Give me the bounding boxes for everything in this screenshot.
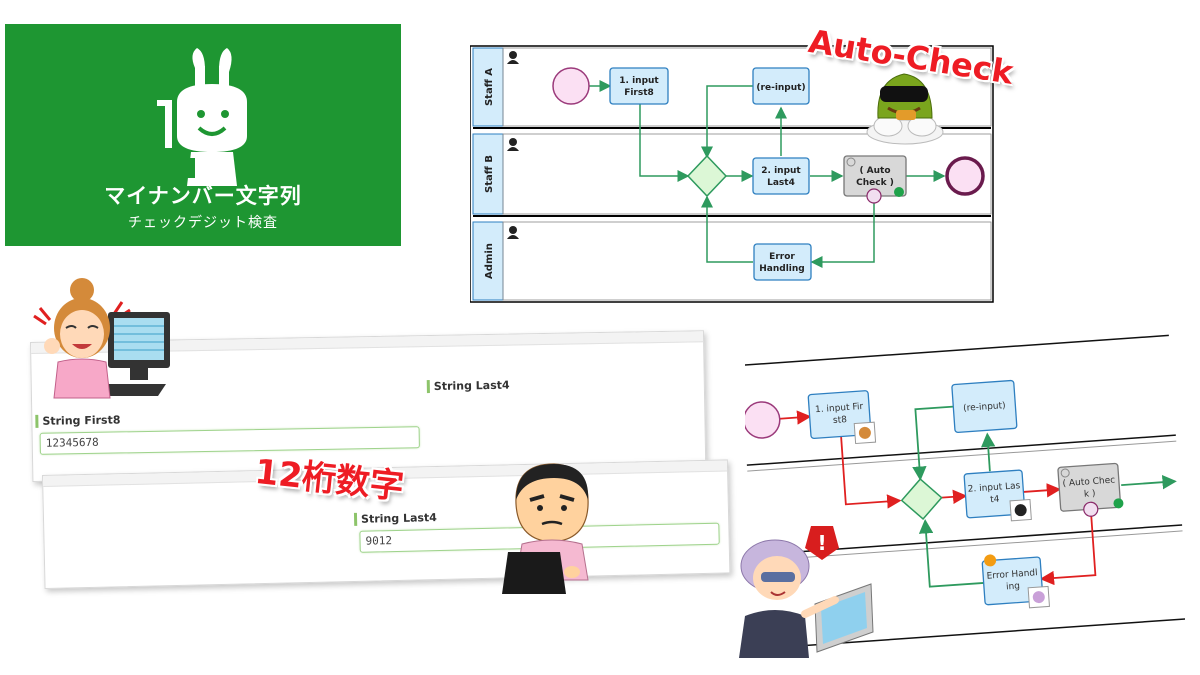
admin-with-tablet-icon: ! xyxy=(739,526,874,658)
lane-admin: Admin xyxy=(472,221,992,301)
gateway-bottom xyxy=(900,478,943,521)
start-event-bottom xyxy=(745,401,781,439)
label-last4-bottom: String Last4 xyxy=(353,511,438,526)
label-first8: String First8 xyxy=(35,413,121,428)
script-icon xyxy=(1083,501,1099,517)
svg-text:(re-input): (re-input) xyxy=(963,401,1006,414)
status-icon xyxy=(894,187,904,197)
task-input-first8-bottom: 1. input Fir st8 xyxy=(807,390,877,445)
label-last4: String Last4 xyxy=(426,378,510,394)
rabbit-mascot-icon xyxy=(157,48,247,186)
person-icon xyxy=(507,51,519,239)
svg-text:t4: t4 xyxy=(990,495,1000,506)
task-error-handling: Error Handling xyxy=(753,243,812,281)
workflow-diagram-bottom: 1. input Fir st8 (re-input) 2. input Las… xyxy=(745,333,1185,653)
start-event xyxy=(552,67,590,105)
lane-label-admin: Admin xyxy=(484,243,495,279)
task-input-last4: 2. input Last4 xyxy=(752,157,810,195)
lane-label-staff-a: Staff A xyxy=(484,68,495,106)
svg-text:k ): k ) xyxy=(1084,489,1096,500)
lane-staff-a: Staff A xyxy=(472,47,992,127)
gear-icon xyxy=(846,157,856,167)
svg-text:( Auto Chec: ( Auto Chec xyxy=(1062,476,1115,490)
script-icon xyxy=(866,188,882,204)
cool-robot-icon xyxy=(866,73,944,145)
svg-text:2. input Las: 2. input Las xyxy=(967,481,1021,495)
svg-text:st8: st8 xyxy=(833,415,848,426)
status-icon xyxy=(1113,498,1124,509)
svg-text:2. input: 2. input xyxy=(761,166,801,176)
svg-text:( Auto: ( Auto xyxy=(859,166,890,176)
logo-subtitle: チェックデジット検査 xyxy=(128,215,278,231)
svg-text:Handling: Handling xyxy=(759,264,804,274)
timer-icon xyxy=(984,554,997,567)
svg-text:Check ): Check ) xyxy=(856,178,894,188)
svg-text:First8: First8 xyxy=(624,88,654,98)
svg-text:Last4: Last4 xyxy=(767,178,795,188)
svg-text:1. input: 1. input xyxy=(619,76,659,86)
svg-text:1. input Fir: 1. input Fir xyxy=(815,402,864,415)
task-auto-check-bottom: ( Auto Chec k ) xyxy=(1057,462,1124,517)
task-reinput-bottom: (re-input) xyxy=(951,379,1018,434)
svg-text:(re-input): (re-input) xyxy=(756,83,805,93)
first8-input[interactable]: 12345678 xyxy=(39,426,420,455)
task-error-handling-bottom: Error Handl ing xyxy=(981,554,1050,609)
logo-title: マイナンバー文字列 xyxy=(104,184,302,208)
man-at-laptop-icon xyxy=(502,463,589,594)
woman-at-computer-icon xyxy=(33,278,170,399)
task-auto-check: ( Auto Check ) xyxy=(843,155,907,204)
lane-staff-b: Staff B xyxy=(472,133,992,215)
svg-text:Error Handl: Error Handl xyxy=(986,568,1038,582)
lane-label-staff-b: Staff B xyxy=(484,155,495,193)
gear-icon xyxy=(1060,468,1070,478)
end-event xyxy=(945,156,985,196)
svg-text:ing: ing xyxy=(1006,581,1021,592)
svg-text:!: ! xyxy=(817,531,826,555)
task-input-last4-bottom: 2. input Las t4 xyxy=(963,469,1032,522)
alert-icon xyxy=(805,526,839,560)
task-reinput: (re-input) xyxy=(752,67,810,105)
my-number-logo: マイナンバー文字列 チェックデジット検査 xyxy=(5,24,401,246)
exclusive-gateway xyxy=(686,154,728,198)
svg-text:Error: Error xyxy=(769,252,795,262)
task-input-first8: 1. input First8 xyxy=(609,67,669,105)
